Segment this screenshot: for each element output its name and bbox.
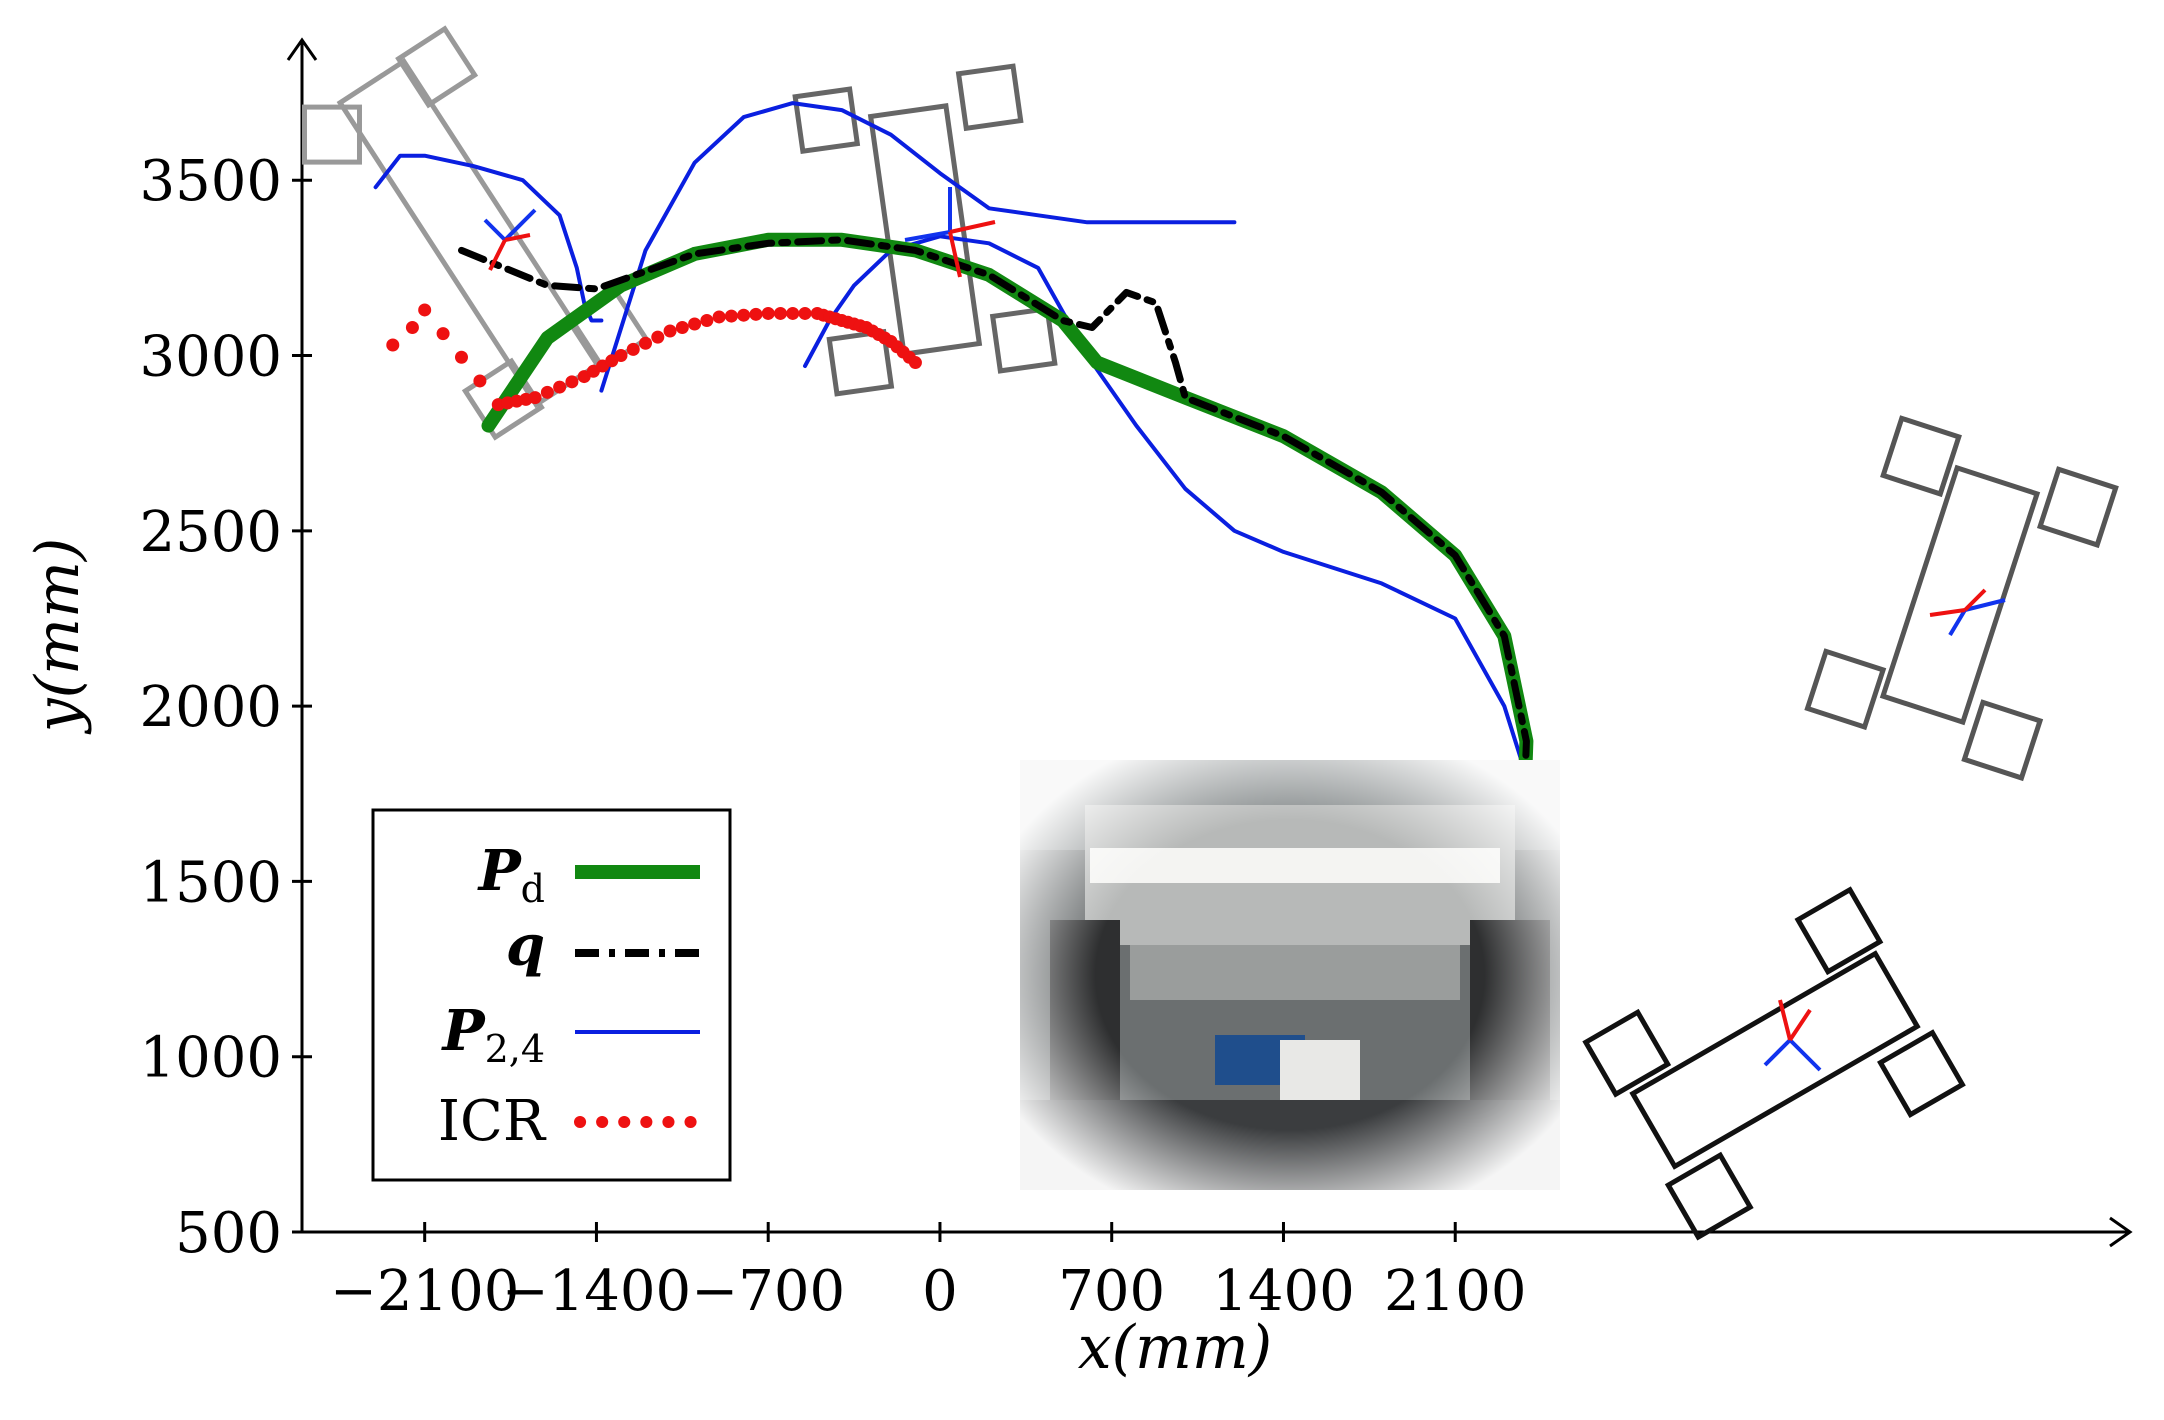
y-tick-label: 3500 xyxy=(139,149,282,214)
icr-point xyxy=(908,356,922,370)
icr-point xyxy=(528,391,542,405)
robot-pose-3 xyxy=(1804,415,2119,782)
x-tick-label: −700 xyxy=(691,1259,845,1324)
icr-point xyxy=(688,317,702,331)
x-tick-label: −1400 xyxy=(502,1259,691,1324)
axes xyxy=(286,37,2133,1248)
legend: Pd q P2,4 ICR xyxy=(371,808,732,1182)
series-line-p-2-4-a- xyxy=(373,153,604,323)
y-tick-label: 2000 xyxy=(139,675,282,740)
icr-point xyxy=(540,385,554,399)
y-axis-title: y(mm) xyxy=(23,538,93,736)
icr-point xyxy=(473,374,487,388)
icr-point xyxy=(700,313,714,327)
x-axis-title: x(mm) xyxy=(1078,1313,1272,1383)
icr-point xyxy=(651,330,665,344)
x-ticks: −2100−1400−700 0 700 1400 2100 xyxy=(330,1222,1527,1324)
icr-point xyxy=(773,306,787,320)
x-tick-label: −2100 xyxy=(330,1259,519,1324)
icr-point xyxy=(405,320,419,334)
y-tick-label: 2500 xyxy=(139,500,282,565)
icr-layer xyxy=(386,303,922,412)
y-tick-label: 1000 xyxy=(139,1026,282,1091)
x-tick-label: 1400 xyxy=(1212,1259,1355,1324)
y-axis-arrow xyxy=(286,37,318,61)
icr-point xyxy=(639,336,653,350)
x-tick-label: 0 xyxy=(922,1259,958,1324)
icr-point xyxy=(737,308,751,322)
y-tick-label: 1500 xyxy=(139,850,282,915)
x-axis-arrow xyxy=(2109,1216,2133,1248)
legend-label-p24: P2,4 xyxy=(440,998,545,1071)
icr-point xyxy=(626,342,640,356)
robot-pose-4 xyxy=(1582,886,1966,1241)
y-ticks: 500 1000 1500 2000 2500 3000 3500 xyxy=(139,149,312,1266)
icr-point xyxy=(663,324,677,338)
inset-photo xyxy=(1020,760,1560,1190)
icr-point xyxy=(436,327,450,341)
robot-pose-2 xyxy=(792,63,1058,397)
icr-point xyxy=(614,349,628,363)
legend-label-pd: Pd xyxy=(477,838,545,911)
legend-label-q: q xyxy=(506,913,545,979)
icr-point xyxy=(761,306,775,320)
icr-point xyxy=(454,350,468,364)
x-tick-label: 700 xyxy=(1058,1259,1165,1324)
y-tick-label: 500 xyxy=(175,1201,282,1266)
icr-point xyxy=(712,310,726,324)
icr-point xyxy=(553,380,567,394)
icr-point xyxy=(724,309,738,323)
orientation-arrows xyxy=(483,187,2006,1072)
legend-label-icr: ICR xyxy=(438,1089,547,1154)
y-tick-label: 3000 xyxy=(139,325,282,390)
icr-point xyxy=(798,306,812,320)
icr-point xyxy=(418,303,432,317)
icr-point xyxy=(565,375,579,389)
icr-point xyxy=(675,320,689,334)
x-tick-label: 2100 xyxy=(1384,1259,1527,1324)
series-line-p-2-4-b- xyxy=(599,101,1237,393)
robot-pose-1 xyxy=(301,25,650,441)
icr-point xyxy=(786,306,800,320)
icr-point xyxy=(749,307,763,321)
icr-point xyxy=(386,338,400,352)
